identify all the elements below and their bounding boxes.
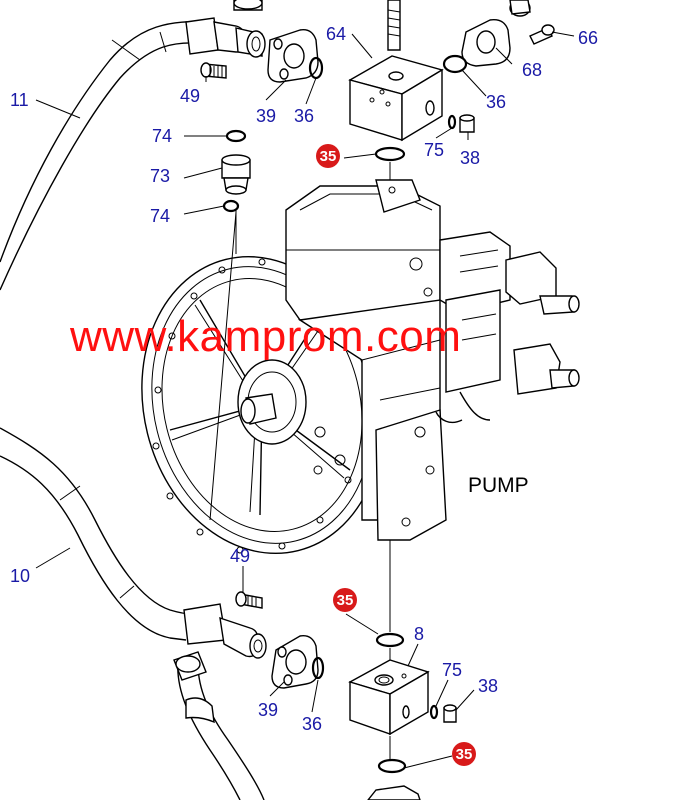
- o-ring-36-lower: [311, 656, 325, 680]
- callout-11: 11: [10, 90, 29, 110]
- fitting-73: [221, 154, 251, 195]
- callout-8: 8: [414, 624, 424, 644]
- bolt-66: [529, 24, 555, 45]
- callout-38-lower: 38: [478, 676, 498, 696]
- o-ring-35-upper: [374, 146, 406, 162]
- o-ring-35-lower: [377, 758, 407, 774]
- callout-38-upper: 38: [460, 148, 480, 168]
- highlight-35-lower-text: 35: [456, 746, 473, 763]
- hose-10: [0, 427, 265, 800]
- flange-68: [461, 0, 531, 67]
- callout-73: 73: [150, 166, 170, 186]
- callout-74-upper: 74: [152, 126, 172, 146]
- highlight-callout-35-upper: 35: [316, 144, 340, 168]
- split-flange-39-lower: [271, 635, 319, 689]
- lower-bottom-flange: [367, 785, 421, 800]
- pump-assembly: [141, 179, 580, 555]
- valve-block-8: [348, 659, 430, 736]
- callout-75-lower: 75: [442, 660, 462, 680]
- bolt-49-lower: [235, 591, 263, 609]
- highlight-callout-35-lower: 35: [452, 742, 476, 766]
- o-ring-36-upper-right: [442, 54, 468, 74]
- callout-49-upper: 49: [180, 86, 200, 106]
- callout-68: 68: [522, 60, 542, 80]
- highlight-35-middle-text: 35: [337, 592, 354, 609]
- callout-74-lower: 74: [150, 206, 170, 226]
- bolt-49-upper: [200, 62, 227, 79]
- leader-lines: [35, 31, 575, 769]
- callout-39-lower: 39: [258, 700, 278, 720]
- callout-36-upper-left: 36: [294, 106, 314, 126]
- highlight-callout-35-middle: 35: [333, 588, 357, 612]
- callout-66: 66: [578, 28, 598, 48]
- callout-36-lower: 36: [302, 714, 322, 734]
- highlight-35-upper-text: 35: [320, 148, 337, 165]
- callout-10: 10: [10, 566, 30, 586]
- split-flange-39-upper: [267, 29, 319, 83]
- valve-block-64: [348, 0, 444, 142]
- o-ring-74-lower: [222, 199, 240, 213]
- o-ring-75-lower: [429, 704, 439, 720]
- o-ring-35-middle: [375, 632, 405, 648]
- o-ring-75-upper: [447, 114, 457, 130]
- callout-64: 64: [326, 24, 346, 44]
- callout-39-upper: 39: [256, 106, 276, 126]
- hose-11-fitting: [185, 0, 266, 58]
- hose-11: [0, 20, 231, 291]
- callout-75-upper: 75: [424, 140, 444, 160]
- pump-label: PUMP: [468, 474, 529, 497]
- hose-10-fitting: [173, 603, 267, 681]
- plug-38-lower: [443, 704, 457, 723]
- callout-49-lower: 49: [230, 546, 250, 566]
- callout-labels: 11 64 66 68 36 36 39 49 74 73 74 75 38 1…: [10, 24, 598, 734]
- callout-36-upper-right: 36: [486, 92, 506, 112]
- watermark: www.kamprom.com: [70, 312, 462, 361]
- o-ring-74-upper: [225, 129, 247, 143]
- plug-38-upper: [459, 114, 475, 133]
